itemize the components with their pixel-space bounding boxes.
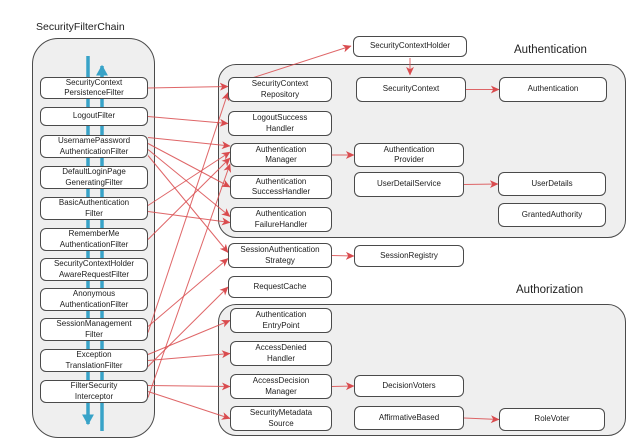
node-label-line: UserDetails: [531, 178, 573, 188]
node-requestcache: RequestCache: [228, 276, 332, 298]
node-label-line: Authentication: [255, 209, 307, 219]
node-label-line: TranslationFilter: [65, 360, 123, 370]
node-label-line: SecurityContext: [251, 79, 309, 89]
node-label-line: Strategy: [265, 255, 295, 265]
node-label-line: Source: [268, 418, 294, 428]
node-label-line: SecurityContextHolder: [369, 41, 451, 51]
node-label-line: FilterSecurity: [70, 381, 118, 391]
node-label-line: PersistenceFilter: [64, 88, 124, 97]
node-label-line: Filter: [85, 329, 103, 339]
node-label-line: SecurityContext: [382, 84, 440, 94]
node-label-line: SecurityContextHolder: [53, 259, 135, 269]
edge-upaf-sas: [147, 155, 229, 253]
edge-lf-lsh: [147, 116, 229, 127]
node-label-line: GrantedAuthority: [521, 209, 583, 219]
edge-etf-rc: [147, 286, 229, 367]
node-label-line: UsernamePassword: [57, 136, 131, 146]
node-label-line: SessionAuthentication: [240, 245, 320, 255]
edge-smf-sas: [147, 258, 229, 327]
node-label-line: EntryPoint: [262, 320, 300, 330]
node-label-line: Exception: [76, 350, 112, 360]
node-label-line: Authentication: [527, 84, 579, 94]
node-label-line: AuthenticationFilter: [59, 299, 129, 309]
authorization-group-label: Authorization: [516, 284, 584, 296]
node-label-line: SessionRegistry: [380, 250, 438, 260]
node-label-line: AuthenticationFilter: [59, 146, 129, 156]
node-label-line: Manager: [265, 386, 297, 396]
node-label-line: AffirmativeBased: [378, 412, 440, 422]
node-grantedauthority: GrantedAuthority: [498, 203, 606, 227]
edge-scpf-scr: [147, 82, 229, 91]
node-label-line: LogoutFilter: [72, 111, 116, 121]
node-label-line: DefaultLoginPage: [62, 167, 126, 177]
node-label-line: SuccessHandler: [251, 187, 311, 196]
node-label-line: Authentication: [255, 176, 307, 186]
diagram-title: SecurityFilterChain: [36, 21, 125, 33]
node-label-line: RememberMe: [68, 229, 120, 239]
node-label-line: Anonymous: [72, 289, 116, 299]
node-label-line: Authentication: [383, 144, 435, 154]
node-label-line: Provider: [394, 155, 424, 164]
node-label-line: DecisionVoters: [382, 380, 436, 390]
node-authentication: Authentication: [499, 77, 607, 102]
authentication-group-label: Authentication: [514, 44, 587, 56]
node-label-line: UserDetailService: [376, 179, 442, 189]
node-label-line: Repository: [260, 89, 300, 99]
node-label-line: AccessDecision: [252, 376, 310, 386]
node-label-line: LogoutSuccess: [252, 113, 308, 123]
node-label-line: SecurityMetadata: [249, 408, 313, 418]
node-label-line: AccessDenied: [255, 343, 307, 353]
edge-smf-scr: [147, 91, 230, 333]
node-sessionregistry: SessionRegistry: [354, 245, 464, 267]
node-logoutfilter: LogoutFilter: [40, 107, 148, 126]
node-userdetailservice: UserDetailService: [354, 172, 464, 197]
node-label-line: BasicAuthentication: [58, 198, 130, 208]
node-label-line: FailureHandler: [254, 219, 308, 229]
node-label-line: Interceptor: [74, 391, 114, 401]
node-label-line: Authentication: [255, 144, 307, 154]
node-label-line: RequestCache: [253, 281, 307, 291]
node-decisionvoters: DecisionVoters: [354, 375, 464, 397]
node-label-line: Handler: [266, 353, 295, 363]
node-label-line: GeneratingFilter: [65, 177, 123, 187]
node-userdetails: UserDetails: [498, 172, 606, 196]
node-affirmativebased: AffirmativeBased: [354, 406, 464, 430]
node-label-line: Handler: [265, 123, 294, 133]
node-label-line: AwareRequestFilter: [58, 269, 130, 279]
node-rolevoter: RoleVoter: [499, 408, 605, 431]
node-label-line: Filter: [85, 208, 103, 218]
node-label-line: AuthenticationFilter: [59, 239, 129, 249]
node-securitycontextholder: SecurityContextHolder: [353, 36, 467, 57]
node-securitycontext: SecurityContext: [356, 77, 466, 102]
node-label-line: SessionManagement: [56, 319, 132, 329]
node-label-line: RoleVoter: [534, 414, 570, 424]
node-label-line: SecurityContext: [65, 77, 123, 87]
node-label-line: Authentication: [255, 310, 307, 320]
edge-sas-sr: [331, 251, 355, 260]
node-label-line: Manager: [265, 155, 297, 164]
